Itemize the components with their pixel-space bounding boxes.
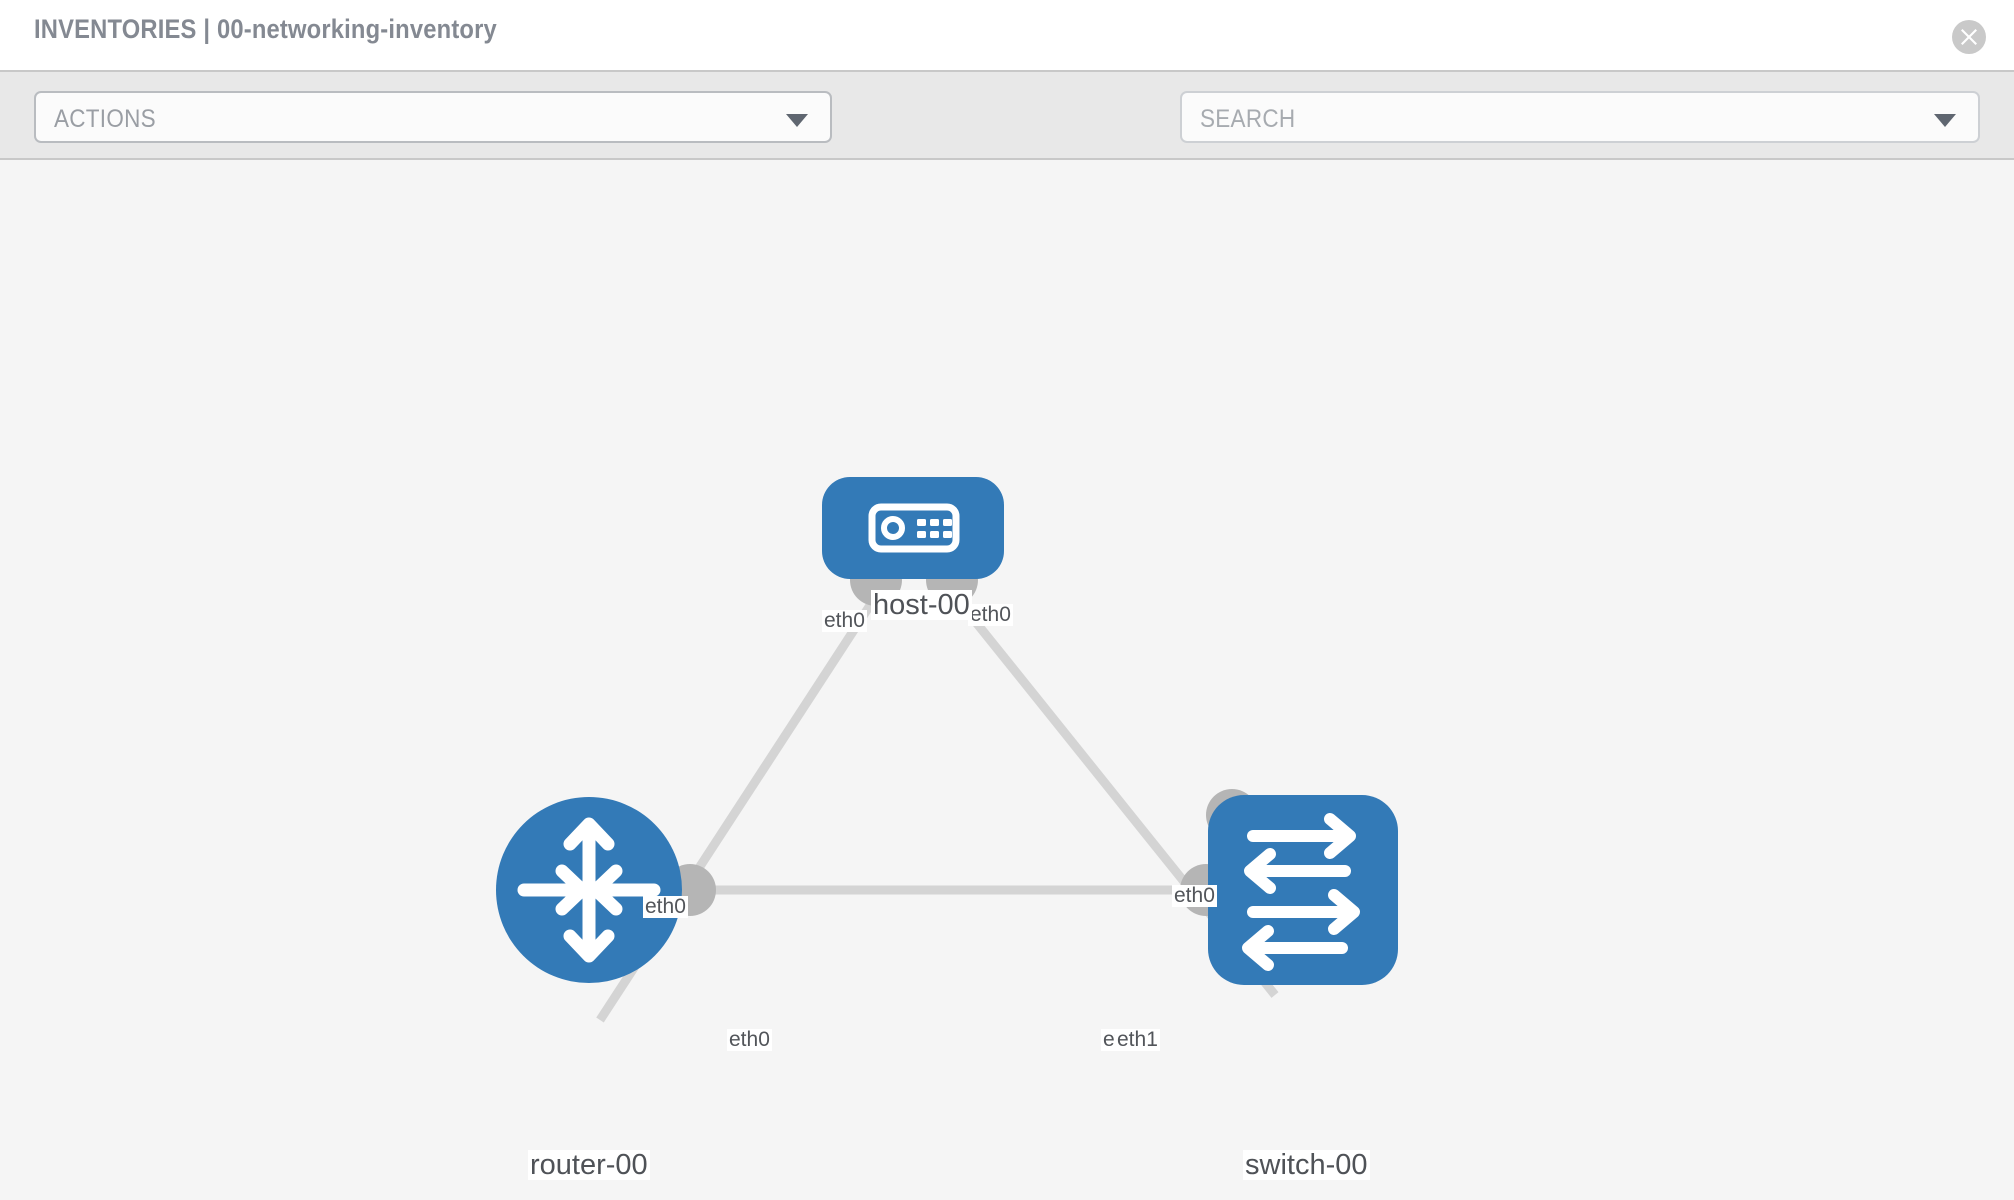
toolbar: ACTIONS SEARCH	[0, 70, 2014, 205]
node-host-00	[822, 477, 1004, 579]
topology-canvas[interactable]: eth0 eth0 eth0 eth0 eth0 eth eth1 host-0…	[0, 160, 2014, 1200]
close-icon[interactable]	[1952, 20, 1986, 54]
interface-label-router-right: eth0	[727, 1028, 772, 1052]
interface-label-router-up: eth0	[643, 895, 688, 919]
actions-dropdown-label: ACTIONS	[54, 105, 156, 133]
node-switch-00	[1208, 795, 1398, 985]
actions-dropdown[interactable]: ACTIONS	[34, 91, 832, 143]
node-label-switch-00: switch-00	[1243, 1149, 1370, 1181]
interface-label-host-left: eth0	[822, 609, 867, 633]
chevron-down-icon	[1934, 114, 1956, 127]
interface-label-switch-left: eth1	[1115, 1028, 1160, 1052]
interface-label-host-right: eth0	[968, 603, 1013, 627]
node-label-host-00: host-00	[871, 589, 972, 621]
chevron-down-icon	[786, 114, 808, 127]
interface-label-switch-up: eth0	[1172, 884, 1217, 908]
page-header: INVENTORIES | 00-networking-inventory	[0, 0, 2014, 70]
topology-links	[596, 587, 1279, 1023]
node-label-router-00: router-00	[528, 1149, 650, 1181]
search-input[interactable]: SEARCH	[1180, 91, 1980, 143]
page-title: INVENTORIES | 00-networking-inventory	[34, 14, 497, 44]
node-router-00	[496, 797, 682, 983]
search-placeholder: SEARCH	[1200, 105, 1296, 133]
